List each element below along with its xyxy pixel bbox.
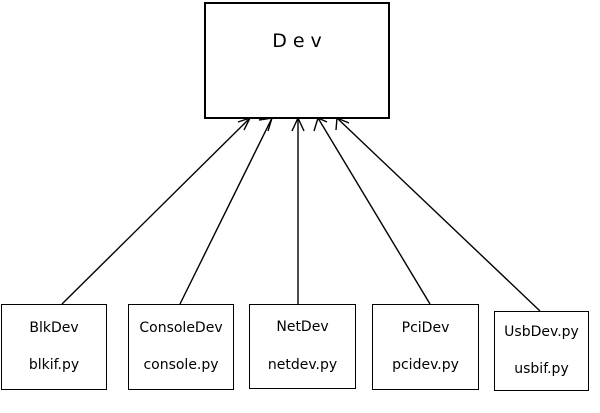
class-box-netdev[interactable]: NetDev netdev.py xyxy=(249,304,356,389)
class-name-netdev: NetDev xyxy=(276,319,329,336)
class-name-dev: Dev xyxy=(272,30,328,52)
inheritance-arrow-usbdev xyxy=(335,117,541,312)
inheritance-arrow-netdev xyxy=(291,117,305,305)
class-box-usbdev[interactable]: UsbDev.py usbif.py xyxy=(494,311,589,391)
class-box-blkdev[interactable]: BlkDev blkif.py xyxy=(1,304,107,390)
inheritance-arrow-pcidev xyxy=(313,117,431,305)
class-name-usbdev: UsbDev.py xyxy=(504,323,579,340)
class-box-dev[interactable]: Dev xyxy=(204,2,390,119)
class-box-consoledev[interactable]: ConsoleDev console.py xyxy=(128,304,234,390)
class-box-pcidev[interactable]: PciDev pcidev.py xyxy=(372,304,479,390)
class-file-pcidev: pcidev.py xyxy=(392,357,459,373)
inheritance-arrow-blkdev xyxy=(61,117,251,305)
class-name-consoledev: ConsoleDev xyxy=(139,319,223,336)
class-name-blkdev: BlkDev xyxy=(29,319,79,336)
inheritance-arrow-consoledev xyxy=(179,117,273,305)
class-file-consoledev: console.py xyxy=(143,357,219,373)
class-name-pcidev: PciDev xyxy=(401,319,450,336)
class-file-usbdev: usbif.py xyxy=(514,361,569,377)
class-file-netdev: netdev.py xyxy=(267,356,338,373)
class-file-blkdev: blkif.py xyxy=(28,357,80,373)
